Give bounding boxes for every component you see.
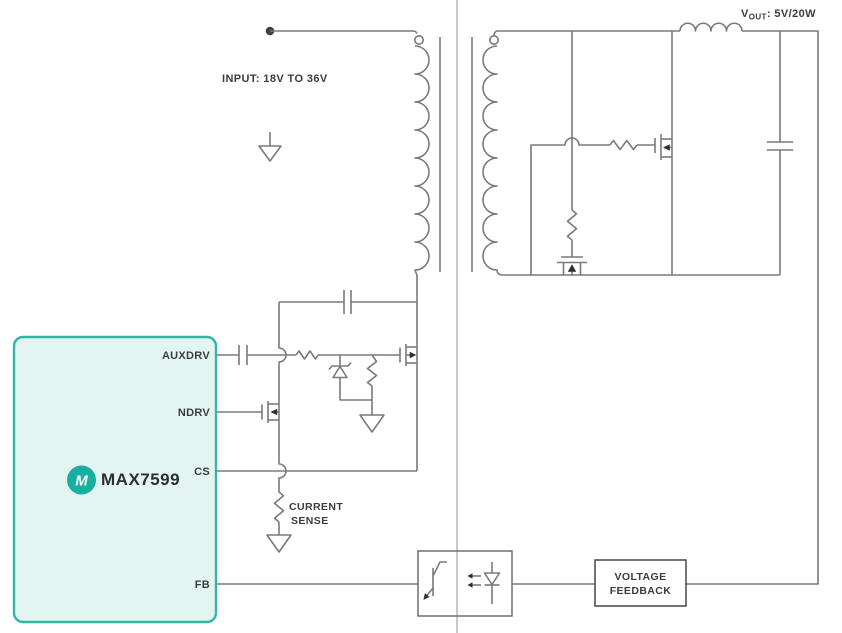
secondary-phase-dot-terminal xyxy=(488,34,499,45)
output-capacitor-icon xyxy=(767,31,793,275)
optocoupler-phototransistor-icon xyxy=(423,561,447,600)
sync-gate-branch xyxy=(530,137,610,275)
optocoupler-led-icon xyxy=(467,562,501,604)
optocoupler-box xyxy=(417,550,513,617)
gate-pulldown-resistor xyxy=(366,354,378,387)
pin-label-auxdrv: AUXDRV xyxy=(162,350,210,362)
maxim-logo-letter: M xyxy=(75,473,88,490)
chip-part-number: MAX7599 xyxy=(101,470,180,489)
controller-chip: M MAX7599 AUXDRV NDRV CS FB xyxy=(12,335,218,624)
svg-text:SENSE: SENSE xyxy=(291,515,329,527)
current-sense-label: CURRENT SENSE xyxy=(289,501,343,527)
svg-text:CURRENT: CURRENT xyxy=(289,501,343,513)
pin-label-cs: CS xyxy=(194,466,210,478)
maxim-logo-icon xyxy=(67,465,96,495)
input-ground-icon xyxy=(258,132,282,162)
input-voltage-label: INPUT: 18V TO 36V xyxy=(222,73,328,85)
sync-mosfet-icon xyxy=(654,134,672,160)
primary-phase-dot-terminal xyxy=(413,34,424,45)
auxdrv-gate-resistor xyxy=(295,350,319,360)
secondary-winding xyxy=(482,45,502,276)
input-wire xyxy=(270,30,418,34)
main-mosfet-icon xyxy=(399,344,417,366)
clamp-capacitor-icon xyxy=(343,290,352,314)
ndrv-mosfet-icon xyxy=(261,401,279,423)
svg-text:FEEDBACK: FEEDBACK xyxy=(610,585,672,597)
auxdrv-coupling-capacitor-icon xyxy=(238,345,248,365)
pin-label-ndrv: NDRV xyxy=(178,407,211,419)
sync-gate-resistor xyxy=(609,139,638,151)
feedback-section xyxy=(216,550,687,617)
primary-clamp-section xyxy=(216,290,417,553)
vout-sense-rail xyxy=(686,30,819,585)
zener-diode-icon xyxy=(328,355,372,401)
svg-text:VOLTAGE: VOLTAGE xyxy=(615,571,667,583)
current-sense-resistor xyxy=(273,491,285,523)
voltage-feedback-label: VOLTAGE FEEDBACK xyxy=(610,571,672,597)
clamp-rail xyxy=(278,302,287,492)
chip-body xyxy=(12,335,218,624)
output-inductor xyxy=(679,22,743,32)
gate-network-ground-icon xyxy=(359,400,385,433)
transformer xyxy=(413,30,502,471)
pin-label-fb: FB xyxy=(195,579,210,591)
vout-label: VOUT: 5V/20W xyxy=(741,8,816,22)
current-sense-ground-icon xyxy=(266,522,292,553)
rectifier-mosfet-icon xyxy=(557,256,587,275)
secondary-terminal-hook xyxy=(493,30,498,36)
input-section xyxy=(258,26,418,162)
rectifier-gate-resistor xyxy=(566,209,578,241)
primary-winding xyxy=(414,45,430,471)
secondary-section xyxy=(497,22,819,585)
voltage-feedback-box xyxy=(594,559,687,607)
